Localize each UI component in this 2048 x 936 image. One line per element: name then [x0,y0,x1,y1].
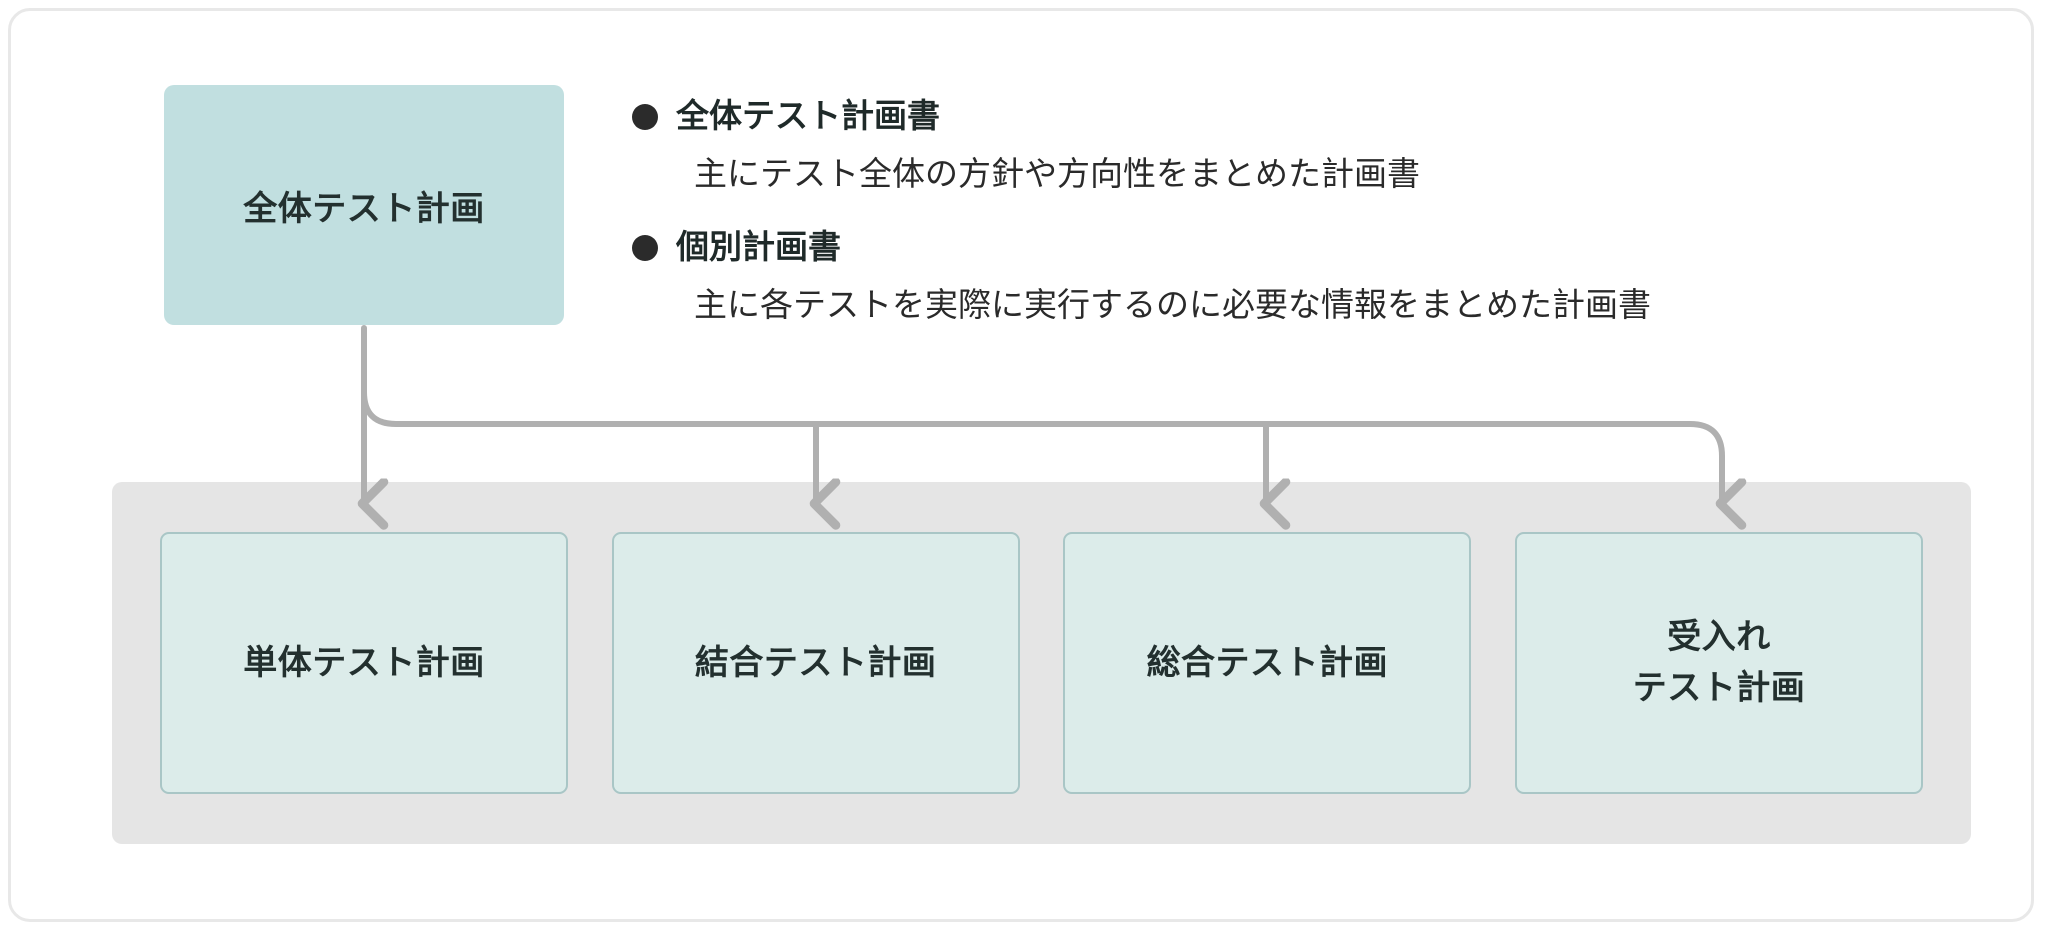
child-plan-label-3: 受入れ テスト計画 [1633,612,1806,714]
notes-list: 全体テスト計画書 主にテスト全体の方針や方向性をまとめた計画書 個別計画書 主に… [632,95,1962,357]
child-plan-label-1-line1: 結合テスト計画 [694,642,937,683]
child-plan-box-2[interactable]: 総合テスト計画 [1063,532,1472,794]
note-description-0: 主にテスト全体の方針や方向性をまとめた計画書 [694,154,1420,194]
note-heading-row-1: 個別計画書 [632,226,1962,267]
bullet-dot-icon [632,104,658,130]
child-plan-label-3-line2: テスト計画 [1632,668,1806,708]
child-plans-row: 単体テスト計画 結合テスト計画 総合テスト計画 受入れ テスト計画 [160,532,1923,794]
note-item-0: 全体テスト計画書 主にテスト全体の方針や方向性をまとめた計画書 [632,95,1962,196]
master-test-plan-label: 全体テスト計画 [243,188,485,229]
child-plan-label-0-line1: 単体テスト計画 [243,642,485,683]
bullet-dot-icon [632,235,658,262]
note-description-1: 主に各テストを実際に実行するのに必要な情報をまとめた計画書 [694,285,1651,325]
note-heading-row-0: 全体テスト計画書 [632,95,1962,136]
child-plan-label-2: 総合テスト計画 [1147,638,1389,689]
child-plans-panel: 単体テスト計画 結合テスト計画 総合テスト計画 受入れ テスト計画 [112,482,1971,844]
child-plan-label-0: 単体テスト計画 [243,638,485,689]
child-plan-label-1: 結合テスト計画 [695,638,937,689]
child-plan-label-3-line1: 受入れ [1667,617,1771,657]
note-heading-0: 全体テスト計画書 [676,96,940,135]
master-test-plan-box[interactable]: 全体テスト計画 [164,85,564,325]
child-plan-label-2-line1: 総合テスト計画 [1146,642,1389,683]
note-item-1: 個別計画書 主に各テストを実際に実行するのに必要な情報をまとめた計画書 [632,226,1962,327]
child-plan-box-3[interactable]: 受入れ テスト計画 [1514,532,1923,794]
child-plan-box-0[interactable]: 単体テスト計画 [160,532,568,794]
note-heading-1: 個別計画書 [676,227,841,267]
child-plan-box-1[interactable]: 結合テスト計画 [611,532,1020,794]
